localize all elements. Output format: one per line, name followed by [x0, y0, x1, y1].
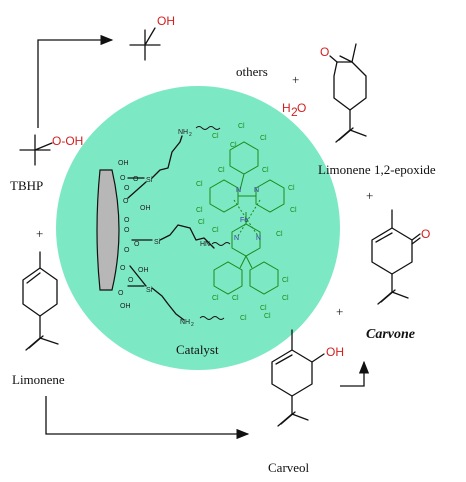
svg-text:O: O — [120, 265, 126, 272]
carvone-structure — [371, 209, 421, 305]
svg-text:N: N — [234, 235, 239, 242]
svg-text:O: O — [120, 175, 126, 182]
carvone-o: O — [421, 227, 430, 241]
svg-text:N: N — [236, 187, 241, 194]
svg-text:O: O — [124, 185, 130, 192]
svg-text:HN: HN — [200, 241, 210, 248]
catalyst-circle — [56, 86, 340, 370]
epoxide-structure — [329, 43, 367, 143]
svg-text:Si: Si — [146, 177, 153, 184]
svg-text:2: 2 — [191, 322, 194, 328]
others-label: others — [236, 64, 268, 79]
svg-text:Cl: Cl — [230, 142, 237, 149]
svg-text:Cl: Cl — [196, 207, 203, 214]
carvone-label: Carvone — [366, 327, 415, 342]
svg-text:Cl: Cl — [212, 133, 219, 140]
porphyrin-n-fe: N N Fe N N — [234, 187, 261, 242]
tbhp-ooh: O-OH — [52, 134, 83, 148]
water-h: H — [282, 101, 291, 115]
amine-groups: NH 2 HN NH 2 — [178, 129, 210, 328]
epoxide-o: O — [320, 45, 329, 59]
svg-text:O: O — [133, 176, 139, 183]
limonene-structure — [22, 251, 59, 351]
water-o: O — [297, 101, 306, 115]
tbutanol-structure — [129, 27, 161, 61]
svg-text:Cl: Cl — [240, 315, 247, 322]
plus-others: + — [292, 72, 299, 87]
svg-text:Cl: Cl — [260, 305, 267, 312]
epoxide-label: Limonene 1,2-epoxide — [318, 162, 436, 177]
svg-text:Cl: Cl — [212, 295, 219, 302]
arrow-tbhp-to-alcohol — [37, 34, 114, 128]
svg-text:Cl: Cl — [196, 181, 203, 188]
svg-text:Cl: Cl — [288, 185, 295, 192]
svg-text:OH: OH — [140, 205, 151, 212]
svg-text:Cl: Cl — [212, 227, 219, 234]
silicon-atoms: Si Si Si — [146, 177, 161, 294]
svg-text:NH: NH — [178, 129, 188, 136]
svg-text:Cl: Cl — [232, 295, 239, 302]
plus-reactants: + — [36, 226, 43, 241]
propyl-linkers — [127, 135, 215, 321]
porphyrin-complex — [209, 141, 285, 295]
tbhp-structure — [19, 134, 53, 166]
catalyst-label: Catalyst — [176, 342, 219, 357]
carveol-oh: OH — [326, 345, 344, 359]
arrow-carveol-to-carvone — [340, 360, 370, 387]
plus-carvone: + — [336, 304, 343, 319]
water-sub: 2 — [291, 105, 298, 119]
porphyrin-atoms: Cl Cl Cl Cl Cl Cl Cl Cl Cl Cl Cl Cl Cl C… — [196, 123, 297, 322]
svg-text:Cl: Cl — [260, 135, 267, 142]
svg-text:Si: Si — [146, 287, 153, 294]
carveol-label: Carveol — [268, 460, 310, 475]
svg-text:O: O — [123, 198, 129, 205]
svg-text:Si: Si — [154, 239, 161, 246]
svg-text:OH: OH — [118, 160, 129, 167]
svg-text:O: O — [124, 217, 130, 224]
svg-text:Cl: Cl — [262, 167, 269, 174]
svg-text:N: N — [254, 187, 259, 194]
svg-text:O: O — [134, 241, 140, 248]
svg-text:Cl: Cl — [282, 277, 289, 284]
svg-text:Fe: Fe — [240, 217, 248, 224]
svg-text:Cl: Cl — [238, 123, 245, 130]
svg-text:NH: NH — [180, 319, 190, 326]
svg-text:Cl: Cl — [264, 313, 271, 320]
svg-text:O: O — [124, 247, 130, 254]
svg-text:Cl: Cl — [290, 207, 297, 214]
svg-text:O: O — [128, 277, 134, 284]
svg-text:Cl: Cl — [276, 231, 283, 238]
limonene-label: Limonene — [12, 372, 65, 387]
svg-text:Cl: Cl — [198, 219, 205, 226]
wavy-links — [195, 126, 231, 320]
silica-support — [96, 169, 120, 291]
svg-text:O: O — [118, 290, 124, 297]
plus-products: + — [366, 188, 373, 203]
carveol-structure — [271, 329, 325, 427]
tbhp-label: TBHP — [10, 178, 43, 193]
svg-text:Cl: Cl — [218, 167, 225, 174]
svg-text:2: 2 — [189, 132, 192, 138]
svg-text:OH: OH — [138, 267, 149, 274]
surface-groups: OH O O O O OH O O O O O O O OH OH — [118, 160, 151, 310]
svg-text:Cl: Cl — [282, 295, 289, 302]
svg-text:O: O — [124, 227, 130, 234]
svg-text:N: N — [256, 235, 261, 242]
svg-text:OH: OH — [120, 303, 131, 310]
arrow-limonene-to-carveol — [45, 396, 250, 440]
tbutanol-oh: OH — [157, 14, 175, 28]
